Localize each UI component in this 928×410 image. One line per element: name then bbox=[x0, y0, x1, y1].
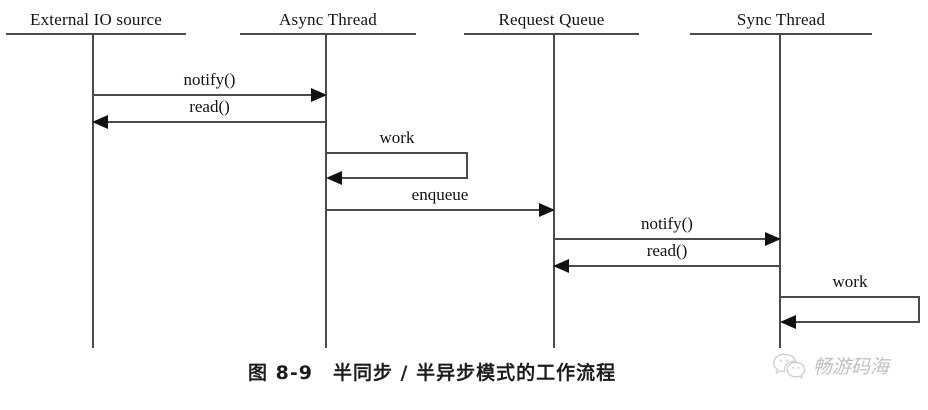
watermark: 畅游码海 bbox=[772, 352, 889, 379]
lifeline-underline-request-queue bbox=[464, 33, 639, 35]
lifeline-label-sync-thread: Sync Thread bbox=[736, 10, 826, 29]
lifeline-underline-sync-thread bbox=[690, 33, 872, 35]
message-arrow-read-1 bbox=[108, 121, 326, 123]
message-text-work-2: work bbox=[832, 272, 868, 291]
message-arrow-read-2 bbox=[569, 265, 780, 267]
lifeline-label-request-queue: Request Queue bbox=[498, 10, 605, 29]
lifeline-label-async-thread: Async Thread bbox=[279, 10, 377, 29]
message-label-work-2: work bbox=[780, 272, 920, 292]
message-text-notify-2: notify() bbox=[641, 214, 693, 233]
arrowhead-work-1 bbox=[326, 171, 342, 185]
message-text-read-2: read() bbox=[646, 241, 688, 260]
message-selfloop-side-work-2 bbox=[918, 296, 920, 322]
arrowhead-read-1 bbox=[92, 115, 108, 129]
message-label-notify-2: notify() bbox=[554, 214, 780, 234]
lifeline-header-async-thread: Async Thread bbox=[240, 10, 416, 30]
lifeline-stem-external-io-source bbox=[92, 35, 94, 348]
message-text-notify-1: notify() bbox=[183, 70, 236, 89]
lifeline-stem-async-thread bbox=[325, 35, 327, 348]
lifeline-underline-external-io-source bbox=[6, 33, 186, 35]
message-label-enqueue: enqueue bbox=[326, 185, 554, 205]
message-arrow-notify-1 bbox=[93, 94, 311, 96]
arrowhead-enqueue bbox=[539, 203, 555, 217]
lifeline-header-external-io-source: External IO source bbox=[6, 10, 186, 30]
message-arrow-notify-2 bbox=[554, 238, 765, 240]
message-selfloop-bottom-work-1 bbox=[342, 177, 468, 179]
watermark-text: 畅游码海 bbox=[813, 356, 890, 378]
message-text-read-1: read() bbox=[189, 97, 230, 116]
message-label-read-1: read() bbox=[93, 97, 326, 117]
figure-caption-text: 图 8-9 半同步 / 半异步模式的工作流程 bbox=[248, 362, 617, 384]
arrowhead-notify-2 bbox=[765, 232, 781, 246]
arrowhead-notify-1 bbox=[311, 88, 327, 102]
message-selfloop-top-work-1 bbox=[326, 152, 468, 154]
message-label-work-1: work bbox=[326, 128, 468, 148]
arrowhead-read-2 bbox=[553, 259, 569, 273]
lifeline-underline-async-thread bbox=[240, 33, 416, 35]
lifeline-stem-sync-thread bbox=[779, 35, 781, 348]
lifeline-header-sync-thread: Sync Thread bbox=[690, 10, 872, 30]
message-arrow-enqueue bbox=[326, 209, 539, 211]
lifeline-label-external-io-source: External IO source bbox=[30, 10, 162, 29]
wechat-icon bbox=[772, 353, 806, 379]
message-selfloop-bottom-work-2 bbox=[796, 321, 920, 323]
figure-caption: 图 8-9 半同步 / 半异步模式的工作流程 bbox=[248, 358, 616, 385]
message-label-read-2: read() bbox=[554, 241, 780, 261]
message-selfloop-top-work-2 bbox=[780, 296, 920, 298]
lifeline-stem-request-queue bbox=[553, 35, 555, 348]
message-text-enqueue: enqueue bbox=[411, 185, 469, 204]
lifeline-header-request-queue: Request Queue bbox=[464, 10, 639, 30]
arrowhead-work-2 bbox=[780, 315, 796, 329]
message-label-notify-1: notify() bbox=[93, 70, 326, 90]
message-selfloop-side-work-1 bbox=[466, 152, 468, 178]
message-text-work-1: work bbox=[379, 128, 415, 147]
